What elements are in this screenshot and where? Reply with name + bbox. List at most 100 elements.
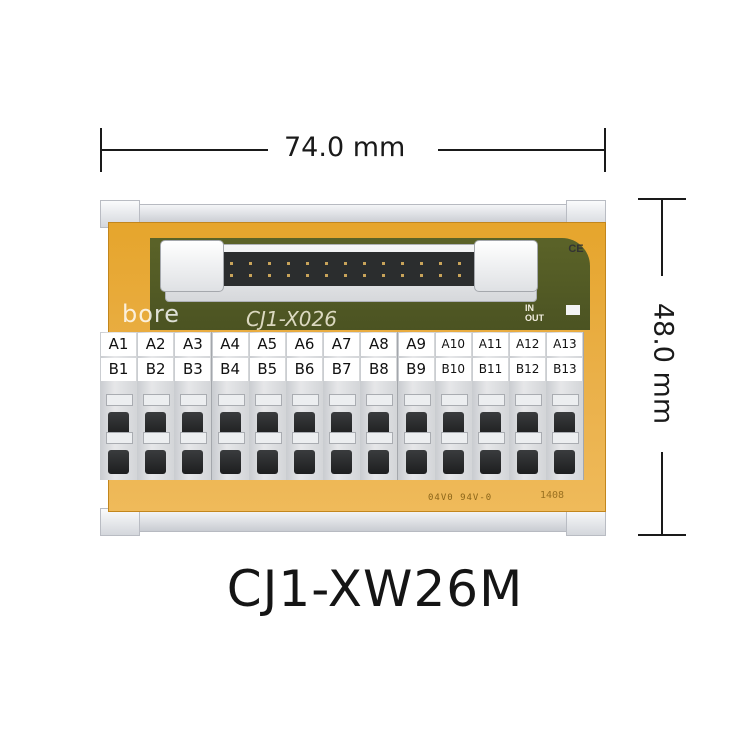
wire-entry-hole-a[interactable] [331, 412, 353, 436]
terminal-release-tab[interactable] [403, 394, 431, 406]
terminal-label-b: B5 [249, 358, 285, 381]
connector-pin [363, 262, 366, 265]
wire-entry-hole-a[interactable] [219, 412, 241, 436]
wire-entry-hole-a[interactable] [442, 412, 464, 436]
terminal-release-tab[interactable] [292, 432, 319, 444]
wire-entry-hole-b[interactable] [182, 450, 204, 474]
wire-entry-hole-b[interactable] [554, 450, 576, 474]
terminal-release-tab[interactable] [552, 432, 580, 444]
terminal-release-tab[interactable] [180, 394, 208, 406]
connector-pin [325, 274, 328, 277]
wire-entry-hole-a[interactable] [368, 412, 390, 436]
terminal-release-tab[interactable] [254, 432, 282, 444]
connector-pin [458, 262, 461, 265]
terminal-release-tab[interactable] [478, 432, 505, 444]
terminal-release-tab[interactable] [478, 394, 505, 406]
wire-entry-hole-b[interactable] [256, 450, 278, 474]
terminal-label-b: B9 [398, 358, 434, 381]
connector-pin [439, 274, 442, 277]
wire-entry-hole-a[interactable] [145, 412, 167, 436]
connector-pin [344, 274, 347, 277]
wire-entry-hole-a[interactable] [256, 412, 278, 436]
connector-pin [306, 274, 309, 277]
terminal-release-tab[interactable] [106, 432, 133, 444]
wire-entry-hole-b[interactable] [108, 450, 129, 474]
terminal-label-a: A6 [287, 333, 322, 356]
wire-entry-hole-a[interactable] [294, 412, 315, 436]
terminal-release-tab[interactable] [366, 432, 394, 444]
connector-pin [268, 274, 271, 277]
wire-entry-hole-a[interactable] [554, 412, 576, 436]
terminal-label-b: B7 [324, 358, 360, 381]
terminal-release-tab[interactable] [403, 432, 431, 444]
terminal-release-tab[interactable] [329, 432, 357, 444]
connector-pin [287, 262, 290, 265]
wire-entry-hole-b[interactable] [294, 450, 315, 474]
ul-rating-print: 04V0 94V-0 [428, 493, 493, 503]
terminal-release-tab[interactable] [292, 394, 319, 406]
io-mark: IN OUT [525, 303, 544, 323]
connector-pin [401, 262, 404, 265]
wire-entry-hole-b[interactable] [368, 450, 390, 474]
rail-cap-bottom-right [566, 508, 606, 536]
wire-entry-hole-a[interactable] [517, 412, 539, 436]
wire-entry-hole-b[interactable] [405, 450, 427, 474]
terminal-label-a: A11 [473, 333, 508, 356]
terminal-label-b: B12 [510, 358, 546, 381]
connector-pin [249, 274, 252, 277]
terminal-release-tab[interactable] [515, 432, 543, 444]
connector-pin [401, 274, 404, 277]
io-mark-in: IN [525, 303, 534, 313]
connector-pin [420, 274, 423, 277]
brand-print: bore [122, 300, 181, 328]
width-dimension-line-left [100, 149, 268, 151]
wire-entry-hole-b[interactable] [517, 450, 539, 474]
terminal-release-tab[interactable] [143, 394, 171, 406]
top-rail [100, 204, 606, 224]
terminal-release-tab[interactable] [329, 394, 357, 406]
idc-connector-pins-area [220, 252, 478, 286]
wire-entry-hole-b[interactable] [442, 450, 464, 474]
terminal-release-tab[interactable] [217, 394, 245, 406]
terminal-label-a: A5 [249, 333, 285, 356]
wire-entry-hole-a[interactable] [182, 412, 204, 436]
terminal-release-tab[interactable] [552, 394, 580, 406]
wire-entry-hole-b[interactable] [145, 450, 167, 474]
connector-pin [230, 274, 233, 277]
connector-pin [325, 262, 328, 265]
wire-entry-hole-b[interactable] [219, 450, 241, 474]
terminal-release-tab[interactable] [180, 432, 208, 444]
terminal-label-a: A13 [547, 333, 583, 356]
terminal-release-tab[interactable] [440, 394, 468, 406]
wire-entry-hole-b[interactable] [480, 450, 501, 474]
terminal-label-a: A1 [101, 333, 136, 356]
terminal-release-tab[interactable] [106, 394, 133, 406]
terminal-release-tab[interactable] [366, 394, 394, 406]
connector-pin [382, 274, 385, 277]
terminal-label-a: A7 [324, 333, 360, 356]
wire-entry-hole-a[interactable] [108, 412, 129, 436]
wire-entry-hole-b[interactable] [331, 450, 353, 474]
terminal-release-tab[interactable] [143, 432, 171, 444]
terminal-release-tab[interactable] [254, 394, 282, 406]
terminal-release-tab[interactable] [515, 394, 543, 406]
wire-entry-hole-a[interactable] [480, 412, 501, 436]
connector-latch-right-icon [474, 240, 538, 292]
connector-pin [363, 274, 366, 277]
wire-entry-hole-a[interactable] [405, 412, 427, 436]
terminal-release-tab[interactable] [440, 432, 468, 444]
width-dimension-line-right [438, 149, 606, 151]
terminal-release-tab[interactable] [217, 432, 245, 444]
ce-mark: CE [568, 243, 584, 255]
rail-cap-bottom-left [100, 508, 140, 536]
